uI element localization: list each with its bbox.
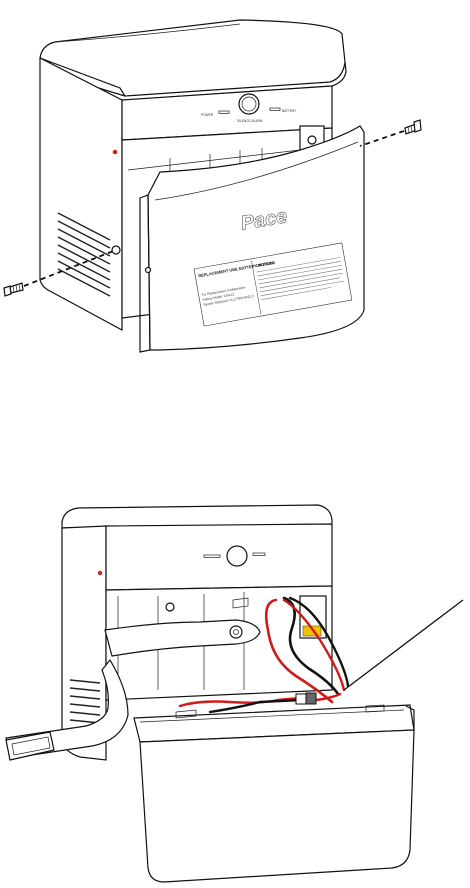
left-screw: [4, 283, 23, 296]
top-illustration: POWER BATTERY SILENCE ALARM Pace REPLACE…: [4, 20, 421, 352]
indicator-led: [113, 150, 118, 155]
indicator-led-lower: [98, 571, 102, 575]
silence-alarm-button-lower: [227, 546, 247, 566]
unit-front-lower: [106, 524, 332, 590]
battery-label: BATTERY: [282, 109, 297, 113]
power-label: POWER: [201, 113, 214, 117]
button-label: SILENCE ALARM: [237, 119, 263, 123]
right-screw-guide: [360, 131, 404, 146]
wire-connector: [296, 693, 316, 704]
unit-left-side: [40, 58, 122, 330]
callout-line: [344, 600, 463, 690]
bottom-illustration: [6, 505, 463, 882]
right-screw: [405, 120, 421, 134]
battery: [134, 705, 414, 882]
